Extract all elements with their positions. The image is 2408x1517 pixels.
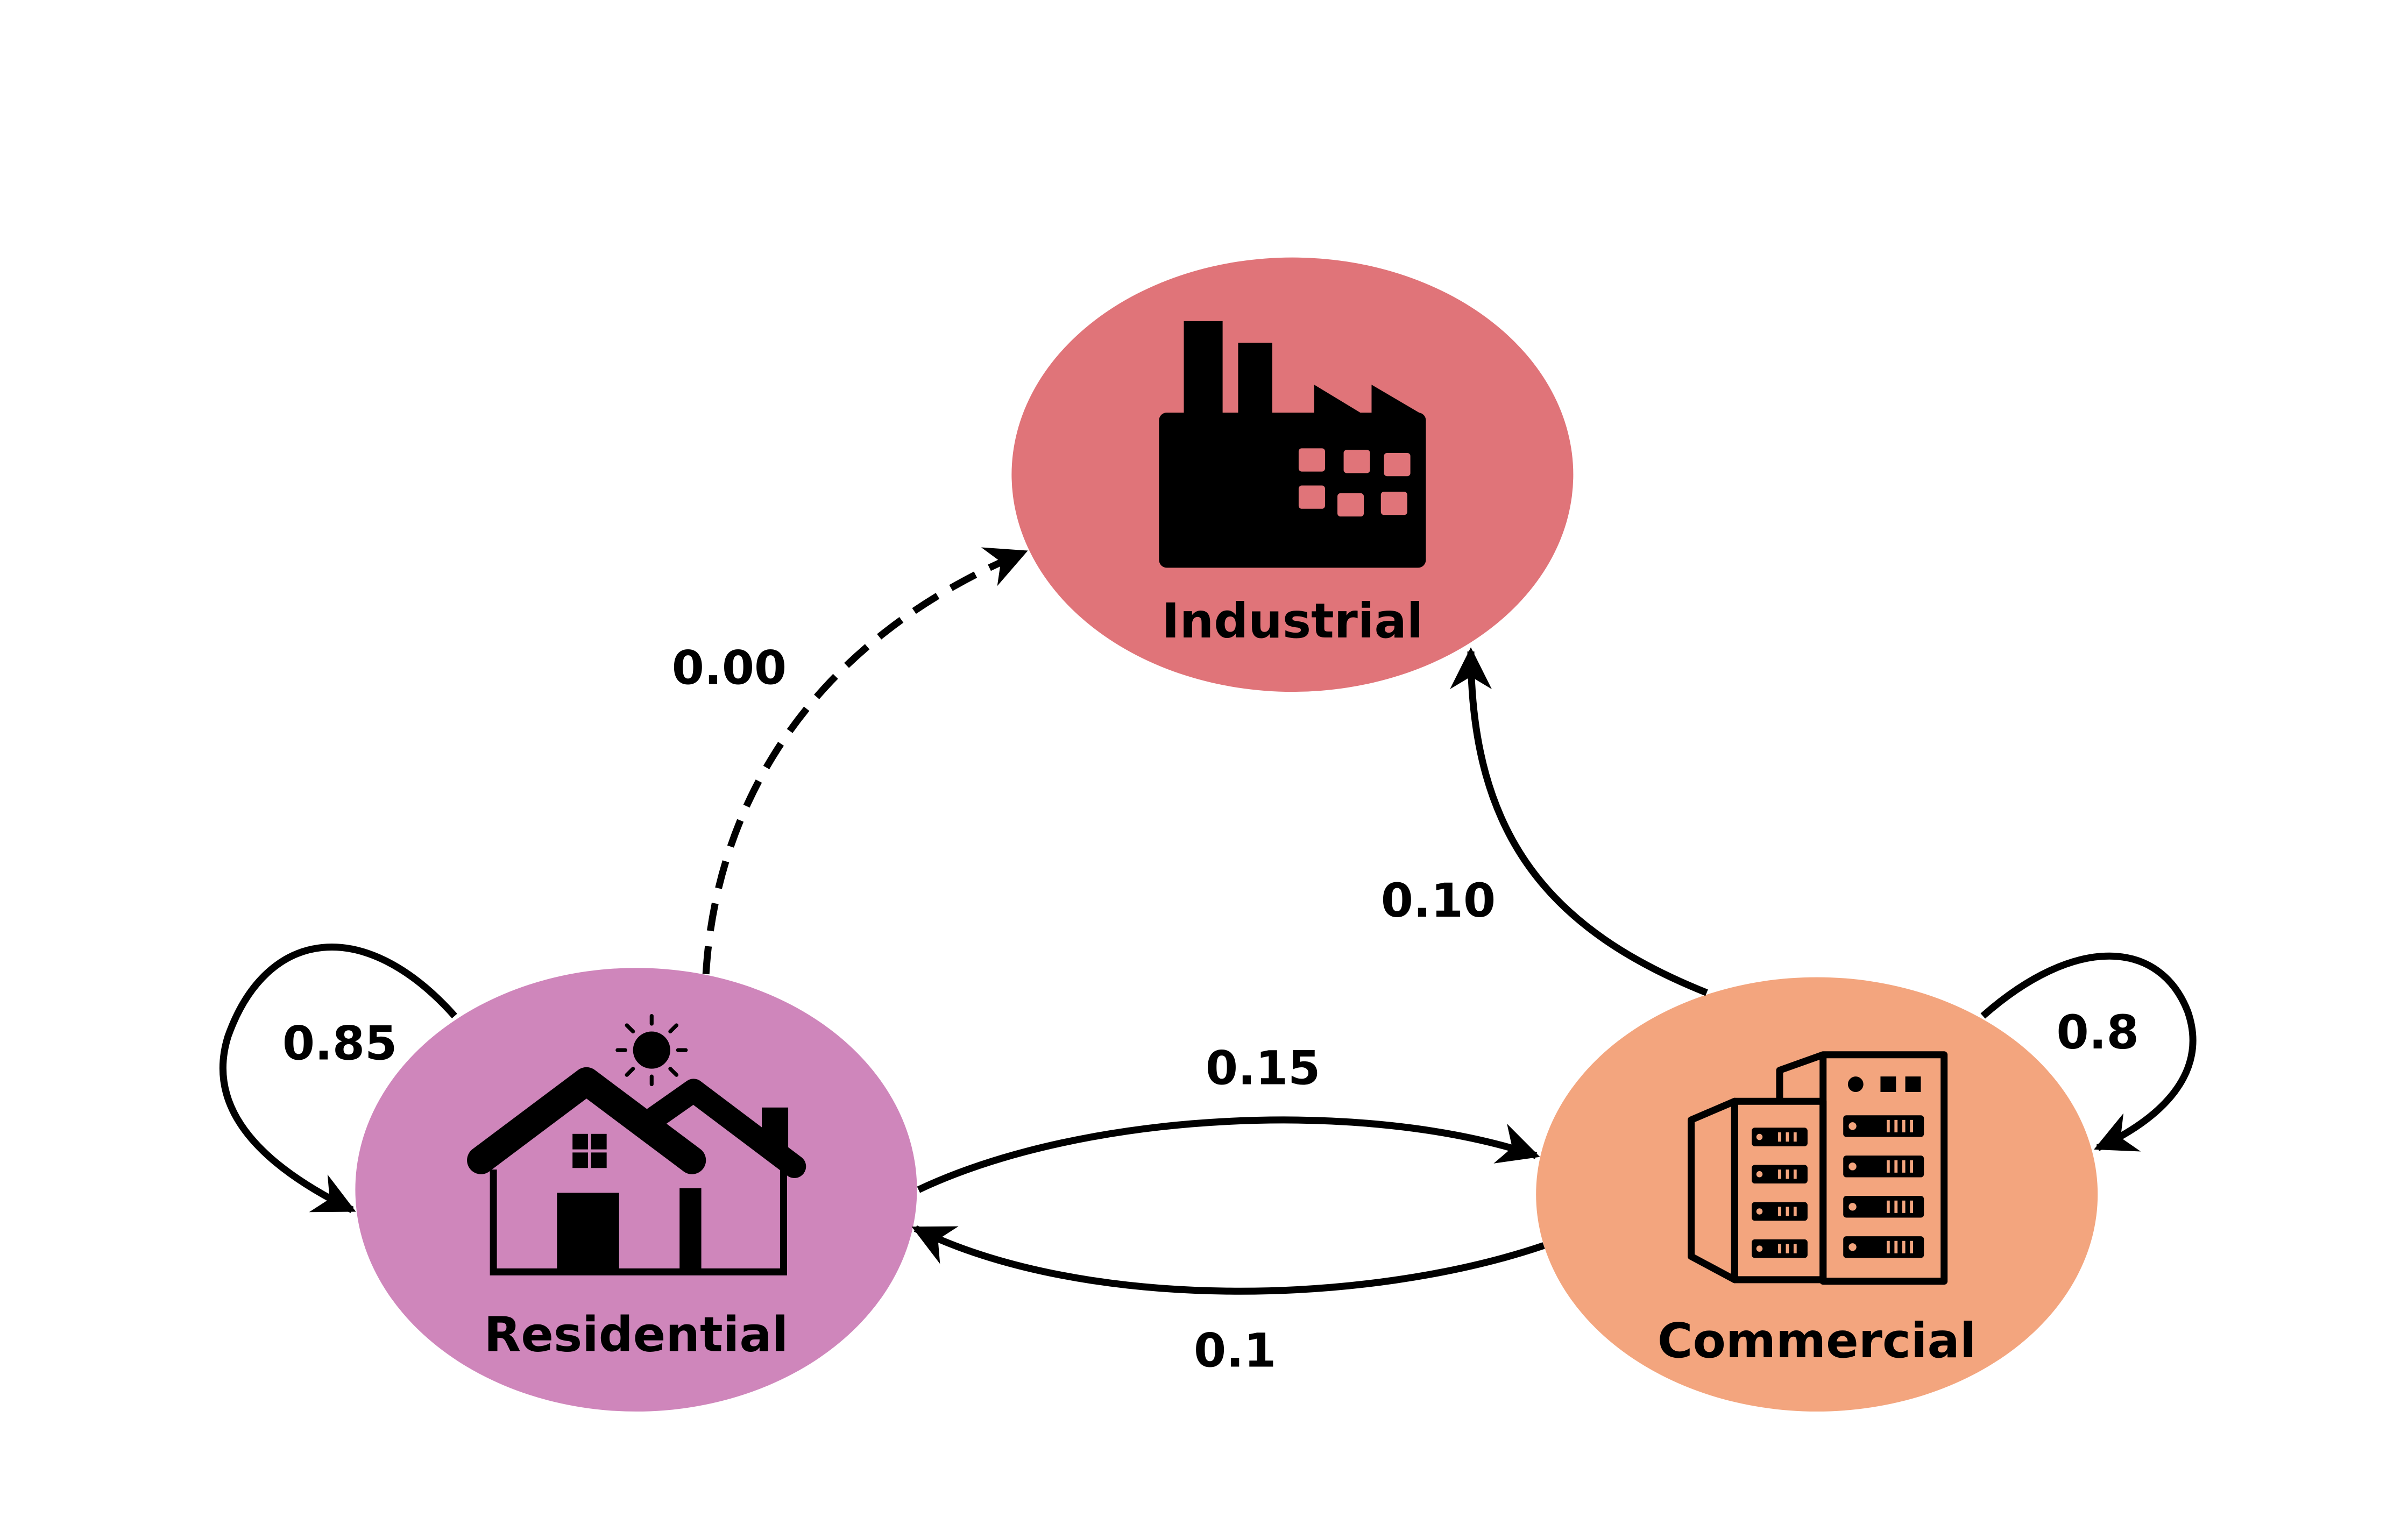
office-building-icon xyxy=(1688,1051,1948,1285)
node-commercial: Commercial xyxy=(1536,977,2098,1412)
commercial-ellipse xyxy=(1536,977,2098,1412)
edge-label: 0.00 xyxy=(672,642,787,696)
node-industrial: Industrial xyxy=(1011,257,1574,692)
edge-commercial-residential: 0.1 xyxy=(911,1225,1545,1378)
edge-residential-self-loop: 0.85 xyxy=(219,944,457,1213)
edge-arrow xyxy=(911,1225,1545,1295)
edge-commercial-industrial: 0.10 xyxy=(1381,647,1708,996)
factory-icon xyxy=(1159,321,1426,568)
edge-label: 0.85 xyxy=(282,1017,397,1071)
commercial-label: Commercial xyxy=(1658,1313,1977,1369)
edge-label: 0.10 xyxy=(1381,874,1496,928)
edge-residential-commercial: 0.15 xyxy=(917,1042,1540,1193)
edge-arrow xyxy=(917,1116,1540,1193)
house-icon xyxy=(467,1014,806,1275)
edge-arrow xyxy=(702,547,1028,975)
edge-arrow xyxy=(1450,647,1708,996)
edge-label: 0.15 xyxy=(1206,1042,1320,1096)
node-residential: Residential xyxy=(355,968,917,1412)
residential-label: Residential xyxy=(484,1307,789,1363)
edge-arrow xyxy=(219,944,457,1213)
edge-label: 0.1 xyxy=(1194,1324,1276,1378)
edge-commercial-self-loop: 0.8 xyxy=(1980,952,2197,1152)
sun-icon xyxy=(615,1014,688,1087)
industrial-label: Industrial xyxy=(1161,593,1423,649)
residential-ellipse xyxy=(355,968,917,1412)
edge-residential-industrial: 0.00 xyxy=(672,547,1028,975)
edge-arrow xyxy=(1980,952,2197,1152)
edge-label: 0.8 xyxy=(2057,1006,2139,1060)
